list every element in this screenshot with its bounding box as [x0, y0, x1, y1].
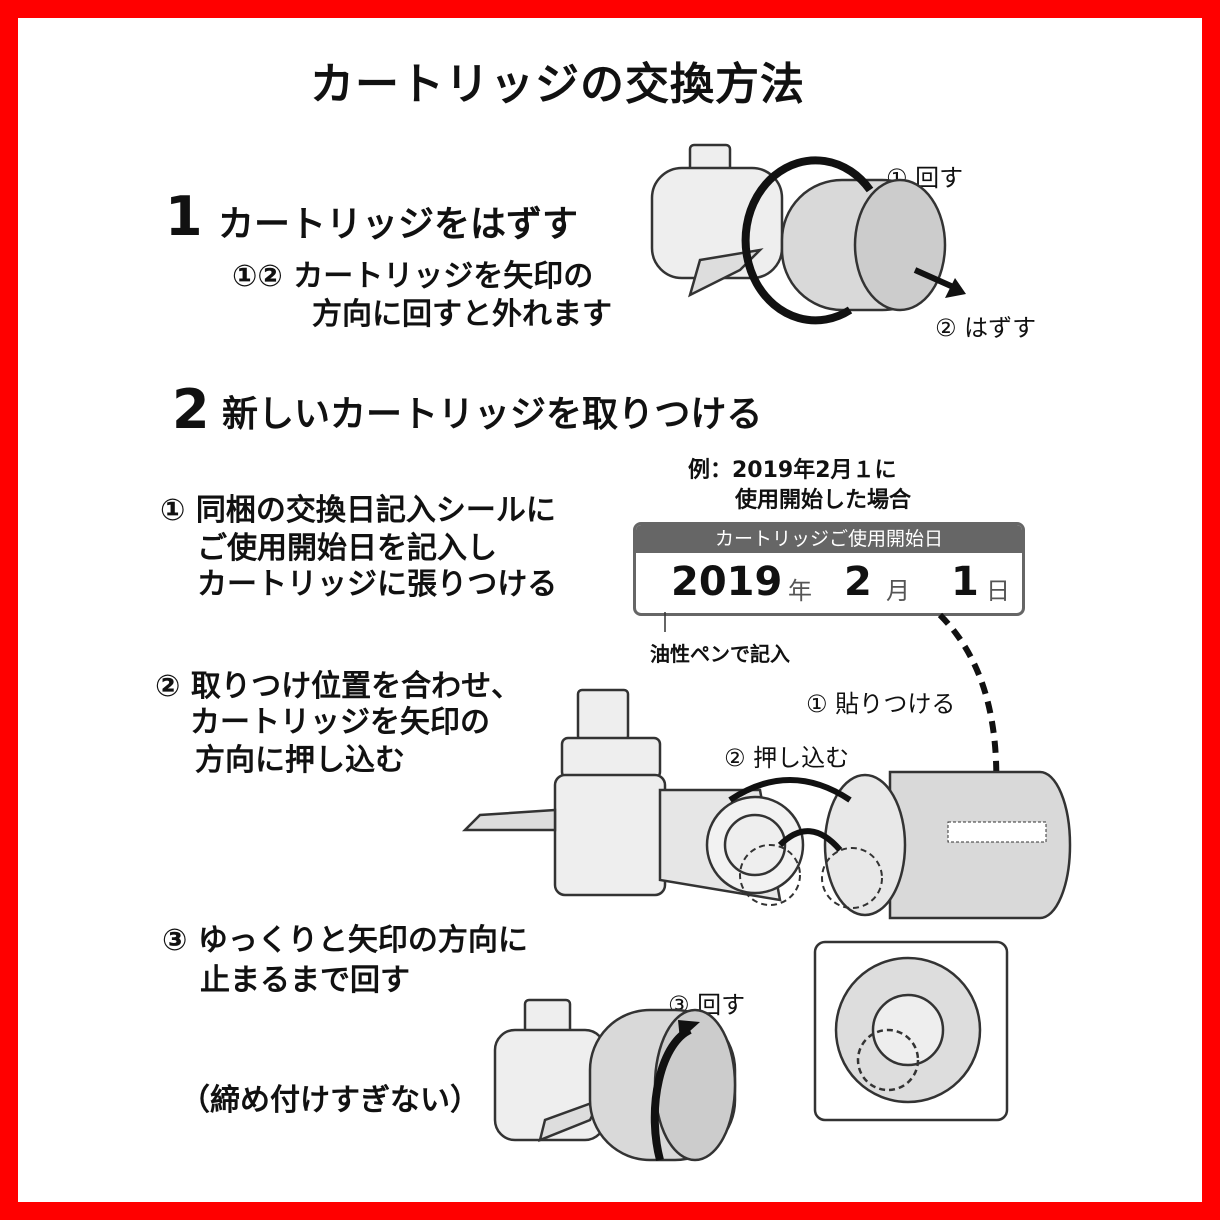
step1-desc-line2: 方向に回すと外れます — [312, 297, 612, 332]
step1-heading: カートリッジをはずす — [218, 204, 579, 245]
callout-stick: ① 貼りつける — [806, 690, 956, 718]
sub1-line3: カートリッジに張りつける — [197, 567, 558, 602]
example-line2: 使用開始した場合 — [735, 488, 912, 513]
callout-push: ② 押し込む — [724, 744, 850, 772]
sticker-text: 交換日 記入シール — [955, 832, 1037, 842]
caution-text: （締め付けすぎない） — [180, 1083, 480, 1118]
callout-remove: ② はずす — [935, 314, 1037, 342]
callout-turn: ① 回す — [886, 164, 964, 192]
step2-number: 2 — [172, 378, 210, 441]
label-month-unit: 月 — [886, 577, 910, 605]
sub1-line1: ① 同梱の交換日記入シールに — [160, 493, 556, 528]
sub2-line3: 方向に押し込む — [195, 743, 405, 778]
label-year-unit: 年 — [788, 577, 812, 605]
sub3-line2: 止まるまで回す — [200, 963, 410, 998]
label-header: カートリッジご使用開始日 — [636, 525, 1022, 553]
sub3-line1: ③ ゆっくりと矢印の方向に — [162, 923, 528, 958]
label-day-unit: 日 — [986, 577, 1010, 605]
pen-note: 油性ペンで記入 — [650, 642, 790, 666]
example-line1: 例：2019年2月１に — [688, 458, 897, 483]
step2-heading: 新しいカートリッジを取りつける — [222, 394, 763, 435]
page-title: カートリッジの交換方法 — [310, 59, 805, 110]
step1-number: 1 — [165, 185, 203, 248]
label-month: 2 — [844, 559, 872, 605]
sub2-line1: ② 取りつけ位置を合わせ、 — [155, 669, 522, 704]
label-day: 1 — [951, 559, 979, 605]
sub2-line2: カートリッジを矢印の — [190, 705, 490, 740]
sub1-line2: ご使用開始日を記入し — [197, 531, 497, 566]
callout-rotate: ③ 回す — [668, 991, 746, 1019]
label-year: 2019 — [671, 559, 783, 605]
start-date-label: カートリッジご使用開始日 2019 年 2 月 1 日 — [633, 522, 1025, 616]
step1-desc-line1: ①② カートリッジを矢印の — [232, 259, 594, 294]
